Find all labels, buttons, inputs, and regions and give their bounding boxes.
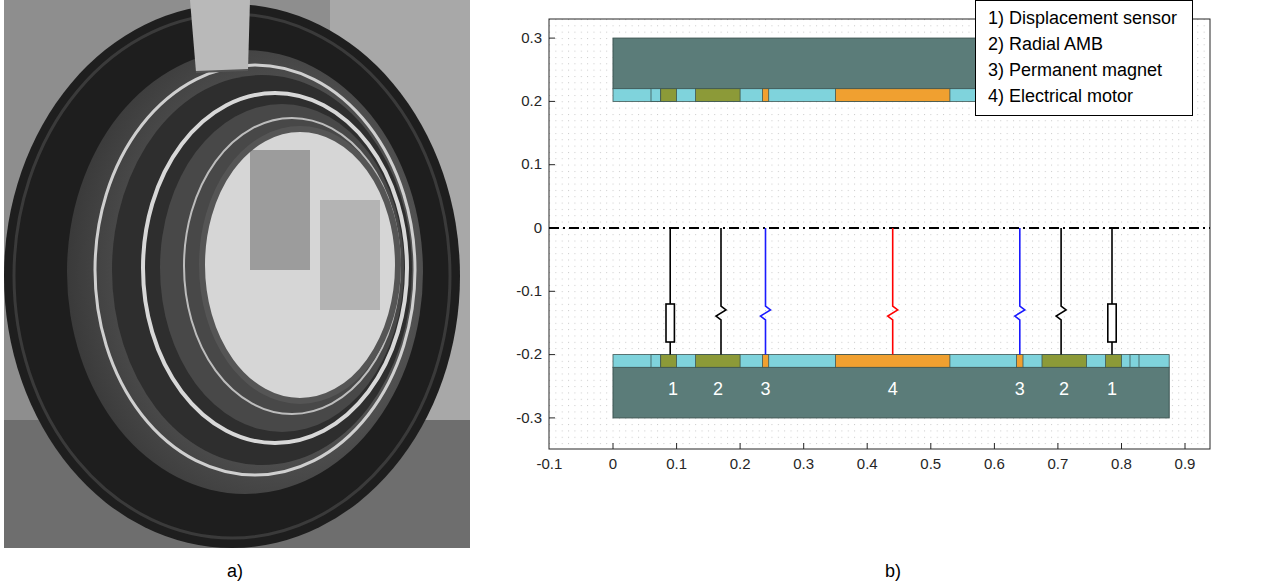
axis-tick-label: 0.1 bbox=[521, 156, 542, 173]
callout-number: 3 bbox=[1015, 380, 1025, 400]
axis-tick-label: 0.4 bbox=[857, 456, 878, 473]
key-text: 2) Radial AMB bbox=[988, 31, 1180, 57]
panel-label: a) bbox=[227, 562, 243, 582]
rotor-photo bbox=[4, 0, 470, 548]
callout-number: 1 bbox=[668, 380, 678, 400]
axis-tick-label: -0.1 bbox=[516, 283, 542, 300]
axis-tick-label: -0.3 bbox=[516, 410, 542, 427]
axis-tick-label: -0.2 bbox=[516, 346, 542, 363]
axis-tick-label: 0.2 bbox=[730, 456, 751, 473]
axis-tick-label: 0.3 bbox=[521, 30, 542, 47]
axis-tick-label: 0.1 bbox=[666, 456, 687, 473]
callout-number: 4 bbox=[888, 380, 898, 400]
callout-number: 3 bbox=[760, 380, 770, 400]
callout-number: 2 bbox=[1059, 380, 1069, 400]
axis-tick-label: 0.3 bbox=[793, 456, 814, 473]
axis-tick-label: 0.6 bbox=[984, 456, 1005, 473]
axis-tick-label: 0.8 bbox=[1111, 456, 1132, 473]
axis-tick-label: 0 bbox=[534, 220, 542, 237]
axis-tick-label: -0.1 bbox=[537, 456, 563, 473]
axis-tick-label: 0.5 bbox=[920, 456, 941, 473]
key-box: 1) Displacement sensor2) Radial AMB3) Pe… bbox=[975, 0, 1193, 116]
callout-number: 2 bbox=[713, 380, 723, 400]
callout-number: 1 bbox=[1107, 380, 1117, 400]
key-text: 3) Permanent magnet bbox=[988, 57, 1180, 83]
axis-tick-label: 0.2 bbox=[521, 93, 542, 110]
key-text: 4) Electrical motor bbox=[988, 83, 1180, 109]
axis-tick-label: 0.7 bbox=[1047, 456, 1068, 473]
axis-tick-label: 0 bbox=[609, 456, 617, 473]
key-text: 1) Displacement sensor bbox=[988, 5, 1180, 31]
panel-label: b) bbox=[885, 562, 901, 582]
axis-tick-label: 0.9 bbox=[1175, 456, 1196, 473]
